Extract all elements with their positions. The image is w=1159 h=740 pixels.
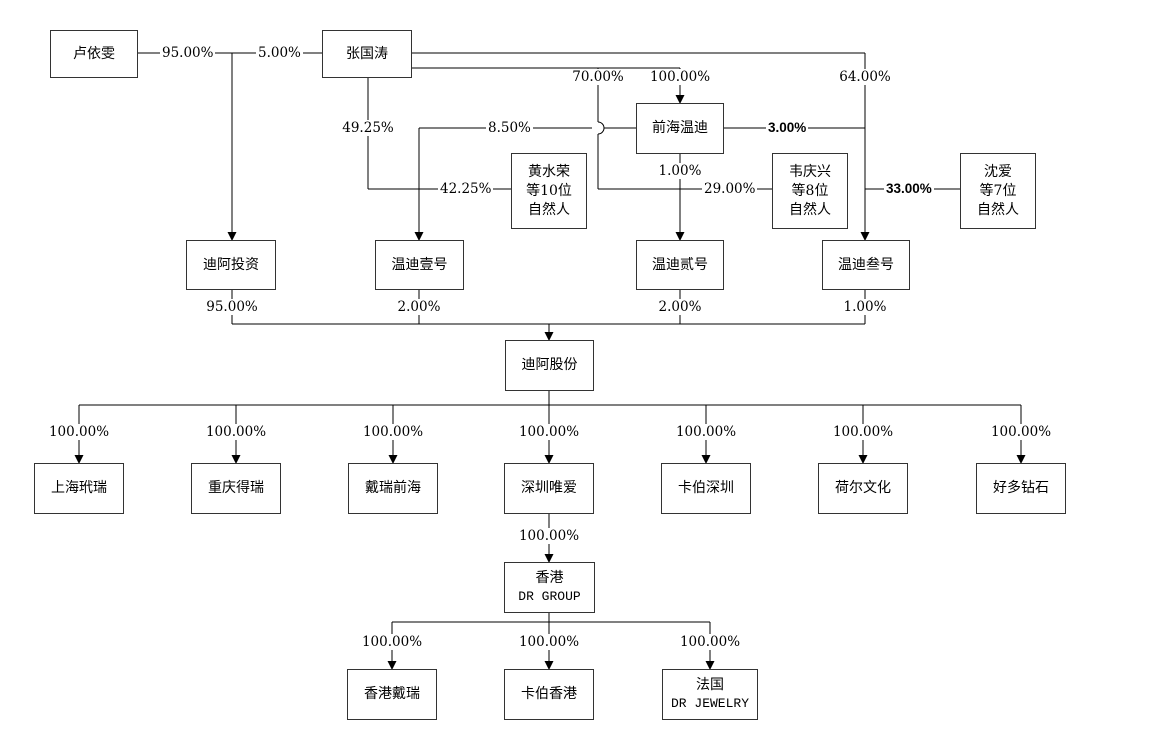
edge-label: 5.00% xyxy=(256,45,303,61)
entity-label: 温迪壹号 xyxy=(391,256,448,273)
entity-sh-qirui: 上海玳瑞 xyxy=(34,463,124,514)
entity-label-line: DR JEWELRY xyxy=(670,696,749,711)
entity-label: 荷尔文化 xyxy=(835,480,891,496)
edge-label: 8.50% xyxy=(486,120,533,136)
edge-label: 29.00% xyxy=(702,181,758,197)
entity-fr-dr-jewelry: 法国 DR JEWELRY xyxy=(662,669,758,720)
entity-zhang-guotao: 张国涛 xyxy=(322,30,412,78)
entity-dia-invest: 迪阿投资 xyxy=(186,240,276,290)
edge-label: 95.00% xyxy=(204,299,260,315)
entity-label: 温迪叁号 xyxy=(838,256,894,273)
entity-hk-dr-group: 香港 DR GROUP xyxy=(504,562,595,613)
entity-sz-weiai: 深圳唯爱 xyxy=(504,463,594,514)
entity-label-line: DR GROUP xyxy=(518,589,581,604)
entity-label: 卡伯香港 xyxy=(521,686,577,702)
entity-label-line: 等10位 xyxy=(526,182,572,199)
entity-wendi-3: 温迪叁号 xyxy=(822,240,910,290)
entity-label: 前海温迪 xyxy=(652,120,708,136)
entity-label-line: 自然人 xyxy=(977,201,1019,218)
entity-label-line: 等8位 xyxy=(791,182,829,199)
edge-label: 100.00% xyxy=(516,424,582,440)
edge-label: 49.25% xyxy=(340,120,396,136)
entity-label-line: 沈爱 xyxy=(984,163,1012,180)
entity-label: 迪阿股份 xyxy=(521,357,578,373)
edge-label: 100.00% xyxy=(46,424,112,440)
edge-label: 100.00% xyxy=(830,424,896,440)
edge-label: 95.00% xyxy=(160,45,216,61)
entity-label: 深圳唯爱 xyxy=(521,480,577,496)
entity-huang-shuirong-group: 黄水荣 等10位 自然人 xyxy=(511,153,587,229)
edge-label: 70.00% xyxy=(570,69,626,85)
entity-label-line: 黄水荣 xyxy=(528,163,570,180)
entity-label: 卡伯深圳 xyxy=(678,480,734,496)
edge-label: 33.00% xyxy=(884,181,934,197)
entity-dairui-qianhai: 戴瑞前海 xyxy=(348,463,438,514)
edge-label: 100.00% xyxy=(360,424,426,440)
edge-label: 100.00% xyxy=(677,634,743,650)
entity-hk-dairui: 香港戴瑞 xyxy=(347,669,437,720)
edge-label: 1.00% xyxy=(841,299,889,315)
entity-label-line: 香港 xyxy=(535,570,564,586)
entity-shen-ai-group: 沈爱 等7位 自然人 xyxy=(960,153,1036,229)
entity-label-line: 自然人 xyxy=(528,201,570,218)
edge-label: 100.00% xyxy=(647,69,713,85)
entity-dia-shares: 迪阿股份 xyxy=(505,340,594,391)
entity-lu-yiwen: 卢依雯 xyxy=(50,30,138,78)
edge-label: 2.00% xyxy=(395,299,443,315)
entity-label: 卢依雯 xyxy=(73,45,115,62)
entity-cq-derui: 重庆得瑞 xyxy=(191,463,281,514)
entity-label-line: 等7位 xyxy=(979,182,1017,199)
entity-kabo-hk: 卡伯香港 xyxy=(504,669,594,720)
edge-label: 3.00% xyxy=(766,120,809,136)
entity-label: 好多钻石 xyxy=(993,480,1049,496)
entity-label: 重庆得瑞 xyxy=(208,480,264,496)
entity-label-line: 韦庆兴 xyxy=(789,163,831,180)
edge-label: 100.00% xyxy=(203,424,269,440)
entity-label: 温迪贰号 xyxy=(652,256,708,273)
edge-label: 100.00% xyxy=(673,424,739,440)
entity-label: 上海玳瑞 xyxy=(51,480,107,496)
edge-label: 1.00% xyxy=(656,163,704,179)
entity-wendi-1: 温迪壹号 xyxy=(375,240,464,290)
entity-label: 戴瑞前海 xyxy=(365,480,421,496)
edge-label: 2.00% xyxy=(656,299,704,315)
entity-label-line: 法国 xyxy=(696,677,724,693)
entity-label-line: 自然人 xyxy=(789,201,831,218)
edge-label: 100.00% xyxy=(516,528,582,544)
edge-label: 64.00% xyxy=(837,69,893,85)
edge-label: 100.00% xyxy=(359,634,425,650)
edge-label: 42.25% xyxy=(438,181,494,197)
entity-qianhai-wendi: 前海温迪 xyxy=(636,103,724,154)
edge-label: 100.00% xyxy=(988,424,1054,440)
entity-label: 张国涛 xyxy=(346,45,388,62)
entity-wendi-2: 温迪贰号 xyxy=(636,240,724,290)
entity-kabo-sz: 卡伯深圳 xyxy=(661,463,751,514)
entity-haoduo-zuanshi: 好多钻石 xyxy=(976,463,1066,514)
entity-heer-culture: 荷尔文化 xyxy=(818,463,908,514)
entity-label: 香港戴瑞 xyxy=(364,686,420,702)
edge-label: 100.00% xyxy=(516,634,582,650)
entity-wei-qingxing-group: 韦庆兴 等8位 自然人 xyxy=(772,153,848,229)
entity-label: 迪阿投资 xyxy=(203,256,259,273)
